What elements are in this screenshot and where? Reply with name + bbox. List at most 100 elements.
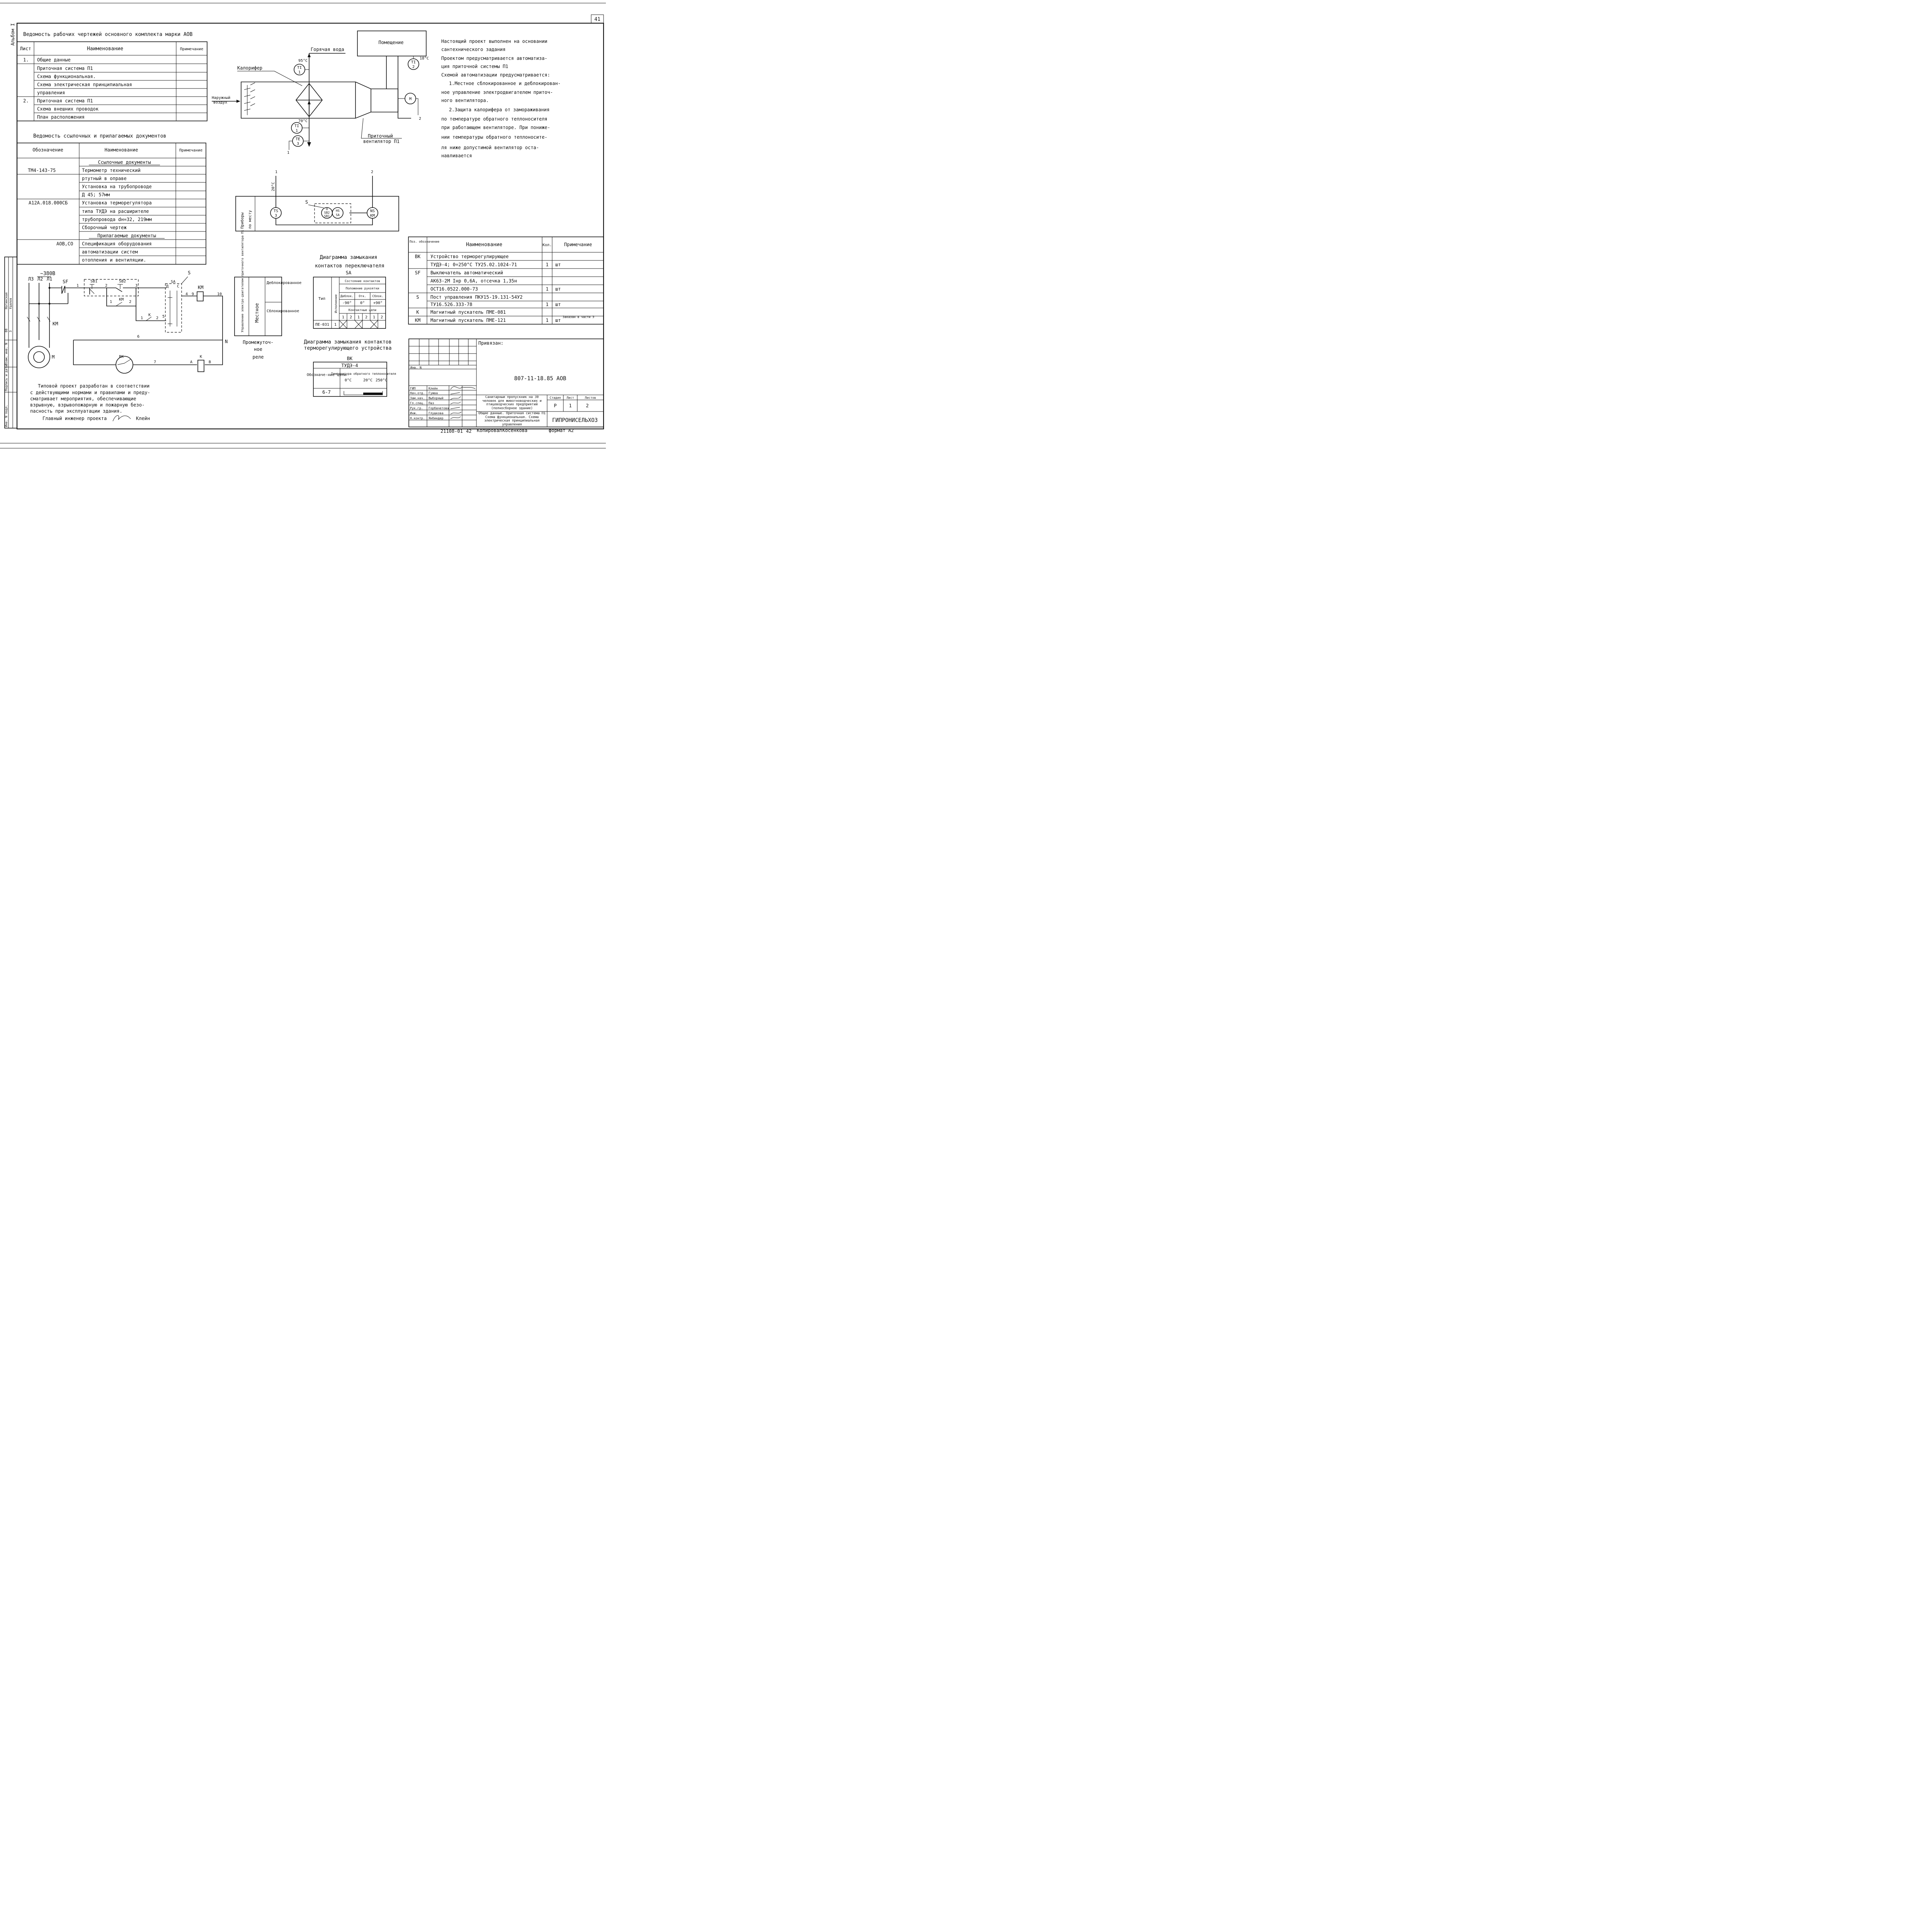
wire-7: 7 <box>154 360 156 364</box>
ref-docs-header-code: Обозначение <box>32 147 63 153</box>
equipment-item: ТУ16.526.333-78 <box>430 302 472 307</box>
wire-5: 5 <box>162 315 165 319</box>
ref-docs-item: Термометр технический <box>82 168 141 173</box>
ti-label: TI <box>411 60 416 65</box>
heater-flow-arrow <box>308 100 311 104</box>
equipment-item: Выключатель автоматический <box>430 270 503 276</box>
sa-angle: -90° <box>342 301 352 305</box>
contact-1b: 1 <box>141 316 143 320</box>
bk-contact-diagram: Диаграмма замыкания контактов терморегул… <box>304 339 396 397</box>
engineer-name: Клейн <box>136 416 150 421</box>
statement-line: сматривает мероприятия, обеспечивающие <box>30 396 136 401</box>
room-label: Помещение <box>378 40 403 45</box>
bk-temp-0: 0°С <box>345 378 352 383</box>
sa-diagram-title: Диаграмма замыкания <box>320 255 378 260</box>
control-mode-table: Управление электро-двигателем приточного… <box>234 230 301 360</box>
wire-3: 3 <box>135 284 138 288</box>
margin-label: Взам. инв. N <box>5 343 8 365</box>
km-coil-label: КМ <box>198 285 203 290</box>
bk-contact-icon <box>116 356 133 374</box>
equipment-pos: КМ <box>415 318 420 323</box>
sa-execution-label: Исполнение <box>334 294 338 313</box>
sa-label: SA <box>336 213 340 217</box>
sa-angle: 0° <box>360 301 365 305</box>
margin-name: Удалов <box>9 298 12 309</box>
equipment-note-order: Заказан в части Э <box>563 315 594 319</box>
phase-label: Л2 <box>37 276 43 282</box>
drawings-list-header-note: Примечание <box>180 47 203 51</box>
control-post-box <box>314 203 351 223</box>
ref-docs-item: типа ТУДЭ на расширителе <box>82 209 149 214</box>
bk-diagram-title-2: терморегулирующего устройства <box>304 345 392 351</box>
ti-label: TI <box>297 66 302 70</box>
ts-label: TS <box>274 209 278 213</box>
role-label: Нач.отд. <box>410 391 425 395</box>
staff-name: Клейн <box>429 387 438 390</box>
ref-docs-item: отопления и вентиляции. <box>82 257 146 263</box>
sa-deblock: Деблок. <box>340 294 354 298</box>
return-water-arrow <box>307 142 311 147</box>
contact-2b: 2 <box>156 316 158 320</box>
equipment-note: шт <box>555 262 561 267</box>
ref-docs-item: трубопровода dн=32, 219мм <box>82 217 152 222</box>
c-label: С <box>177 284 179 289</box>
line-2-label: 2 <box>371 170 373 174</box>
note-line: при работающем вентиляторе. При пониже- <box>441 125 550 130</box>
engineer-label: Главный инженер проекта <box>43 416 107 421</box>
sa-angle: +90° <box>373 301 383 305</box>
staff-name: Глушкова <box>429 412 444 415</box>
note-line: ного вентилятора. <box>441 98 489 103</box>
line-1-label: 1 <box>275 170 277 174</box>
reference-docs-title: Ведомость ссылочных и прилагаемых докуме… <box>33 133 166 139</box>
ref-docs-code: А12А.018.000СБ <box>29 200 68 206</box>
voltage-label: ~380В <box>40 271 55 277</box>
note-line: ция приточной системы П1 <box>441 64 508 69</box>
statement-block: Типовой проект разработан в соответствии… <box>30 383 150 422</box>
equipment-item: Магнитный пускатель ПМЕ-081 <box>430 310 506 315</box>
equipment-item: Магнитный пускатель ПМЕ-121 <box>430 318 506 323</box>
te-line-number: 1 <box>287 151 289 155</box>
control-mode-deblock: Деблокированное <box>267 281 301 285</box>
signatures <box>450 386 476 419</box>
equipment-header-note: Примечание <box>564 242 592 247</box>
k-label: К <box>148 313 151 317</box>
note-line: навливается <box>441 153 472 158</box>
ref-docs-item: Д 45; 57мм <box>82 192 110 197</box>
sb1-label: SB1 <box>324 214 330 218</box>
contact-1: 1 <box>110 300 112 304</box>
equipment-qty: 1 <box>546 262 548 267</box>
air-in-arrow <box>236 100 240 103</box>
equipment-note: шт <box>555 318 561 323</box>
role-label: Рук.гр. <box>410 406 423 410</box>
margin-label: Инв. N подл. <box>5 405 8 427</box>
hot-water-label: Горячая вода <box>311 47 344 52</box>
role-label: Зам.нач. <box>410 396 425 400</box>
hs-label: HS <box>336 209 340 213</box>
s-label: S <box>188 270 190 276</box>
outside-air-label-2: воздух <box>213 100 227 105</box>
drawing-sheet: 41 Альбом I Ведомость рабочих чертежей о… <box>0 0 606 456</box>
drawings-list-item: управления <box>37 90 65 95</box>
sa-block: Сблок. <box>372 294 384 298</box>
equipment-header-pos: Поз. обозначение <box>410 240 439 243</box>
equipment-note: шт <box>555 302 561 307</box>
note-line: ное управление электродвигателем приточ- <box>441 90 553 95</box>
drawings-list-header-sheet: Лист <box>20 46 31 51</box>
bk-temp-20: 20°С <box>363 378 372 383</box>
sa-dashed-box <box>165 283 182 333</box>
statement-line: с действующими нормами и правилами и пре… <box>30 390 150 395</box>
sheet-title: Общие данные. Приточная система П1 Схема… <box>478 412 546 427</box>
album-label: Альбом I <box>10 23 15 46</box>
ns-km-icon <box>367 207 378 219</box>
note-line: нии температуры обратного теплоносите- <box>441 134 548 140</box>
bk-device: ТУДЭ-4 <box>341 363 358 368</box>
sa-contact-num: 1 <box>342 315 344 320</box>
s-label: S <box>305 199 308 205</box>
km-label: KM <box>370 214 375 218</box>
sheet-header: Лист <box>566 396 574 400</box>
sa-contact-num: 1 <box>357 315 360 320</box>
functional-diagram: Горячая вода Калорифер Наружный воздух П… <box>212 31 429 155</box>
ti-number: 1 <box>298 70 301 75</box>
staff-name: Гужва <box>429 391 438 395</box>
engineer-signature <box>112 415 131 422</box>
